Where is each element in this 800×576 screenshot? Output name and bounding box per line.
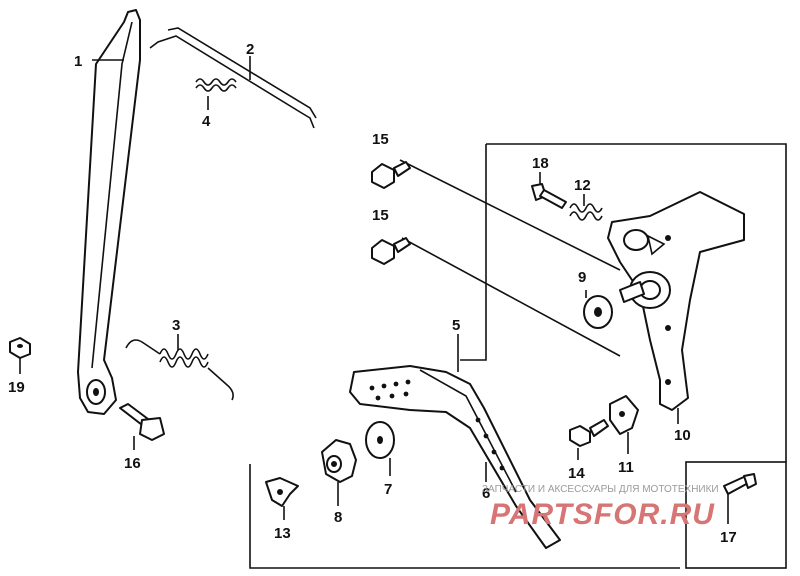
part-9-washer [583, 295, 613, 329]
callout-15-upper: 15 [372, 131, 389, 148]
part-18-bolt [531, 183, 567, 209]
callout-3: 3 [172, 317, 180, 334]
callout-5: 5 [452, 317, 460, 334]
callout-13: 13 [274, 525, 291, 542]
part-7-washer [365, 421, 395, 459]
callout-9: 9 [578, 269, 586, 286]
leader-lines [399, 159, 621, 357]
callout-12: 12 [574, 177, 591, 194]
callout-11: 11 [618, 459, 634, 476]
part-3-tension-spring [125, 339, 234, 401]
callout-15-lower: 15 [372, 207, 389, 224]
watermark: ЗАПЧАСТИ И АКСЕССУАРЫ ДЛЯ МОТОТЕХНИКИ PA… [482, 484, 719, 531]
callout-8: 8 [334, 509, 342, 526]
callout-14: 14 [568, 465, 585, 482]
part-4-small-spring [195, 78, 237, 92]
part-2-wire-link [149, 27, 317, 129]
part-1-control-rod [77, 9, 141, 415]
group-outline-main [249, 143, 787, 569]
callout-18: 18 [532, 155, 549, 172]
callout-leaders [19, 56, 729, 524]
callout-labels: 1 2 3 4 5 6 7 8 9 10 11 12 13 14 15 15 1… [8, 41, 737, 546]
callout-16: 16 [124, 455, 141, 472]
part-12-spring [569, 203, 603, 221]
callout-19: 19 [8, 379, 25, 396]
watermark-logo: PARTSFOR.RU [490, 498, 715, 531]
part-17-bolt [723, 473, 757, 495]
callout-4: 4 [202, 113, 211, 130]
part-15-bolt-upper [371, 161, 411, 189]
part-13-wing-nut [265, 477, 299, 507]
part-14-bolt [569, 419, 609, 447]
callout-6: 6 [482, 485, 490, 502]
callout-1: 1 [74, 53, 82, 70]
callout-2: 2 [246, 41, 254, 58]
part-5-6-main-lever [349, 365, 561, 549]
group-outline-17 [685, 461, 787, 569]
callout-7: 7 [384, 481, 392, 498]
part-16-bolt [119, 403, 165, 441]
lever-holes [369, 379, 505, 471]
part-11-clip [609, 395, 639, 435]
callout-10: 10 [674, 427, 691, 444]
callout-17: 17 [720, 529, 737, 546]
part-19-nut [9, 337, 31, 359]
watermark-caption: ЗАПЧАСТИ И АКСЕССУАРЫ ДЛЯ МОТОТЕХНИКИ [482, 484, 719, 495]
part-8-eccentric-plate [321, 439, 357, 483]
part-15-bolt-lower [371, 237, 411, 265]
part-10-bracket [607, 191, 745, 411]
